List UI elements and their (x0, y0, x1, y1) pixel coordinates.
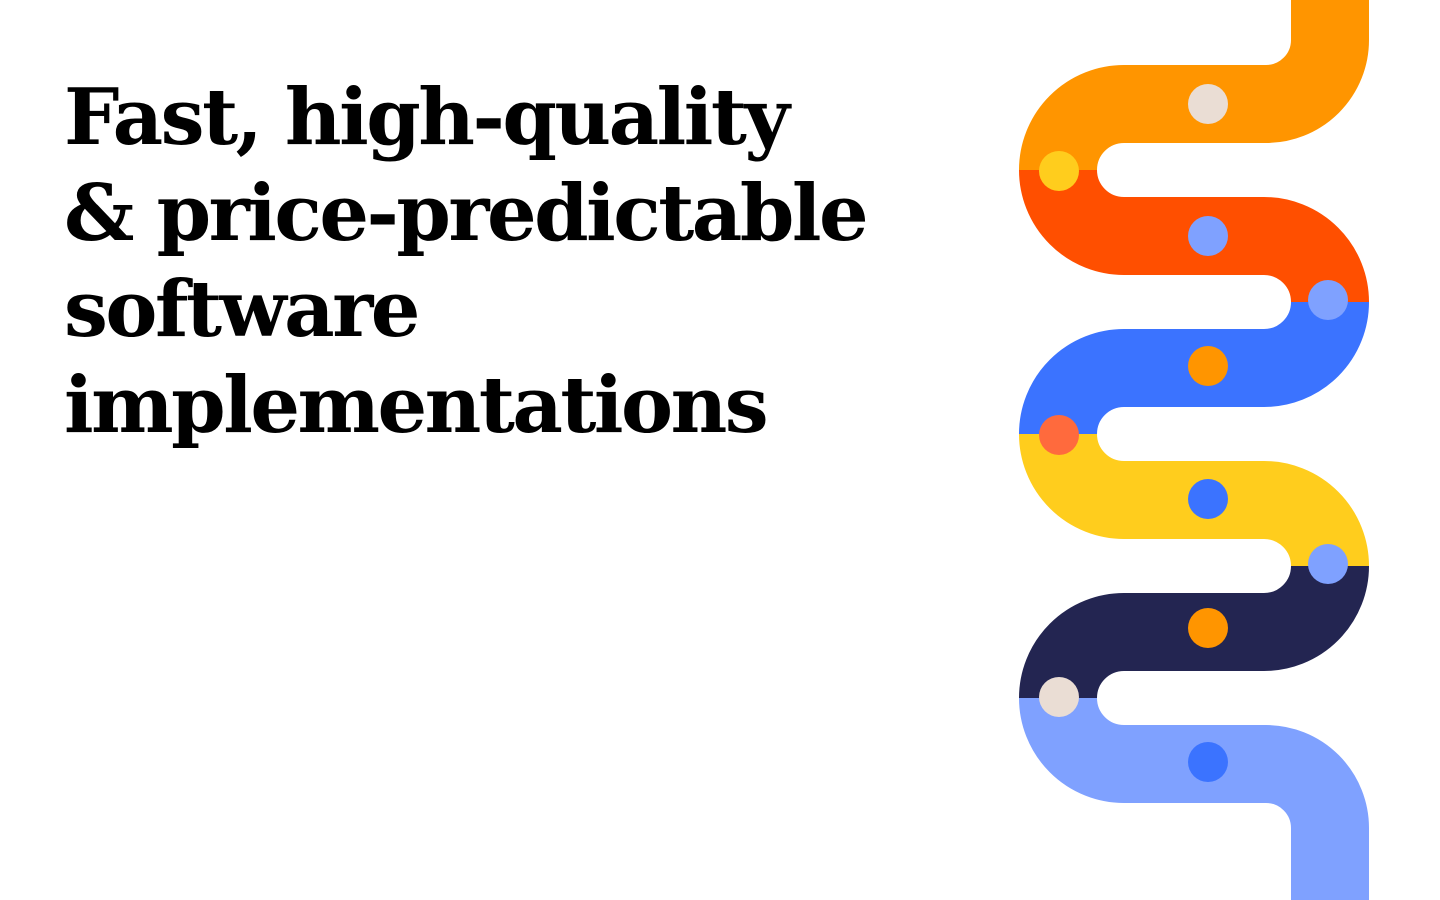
dot (1188, 216, 1228, 256)
dot (1188, 84, 1228, 124)
dot (1039, 151, 1079, 191)
dot (1039, 415, 1079, 455)
hero-headline: Fast, high-quality & price-predictable s… (64, 70, 869, 454)
ribbon-segment-orange (1019, 0, 1369, 172)
headline-line-4: implementations (64, 360, 769, 451)
dot (1188, 479, 1228, 519)
dot (1039, 677, 1079, 717)
ribbon-segment-light-blue (1019, 696, 1369, 900)
dot (1188, 346, 1228, 386)
headline-line-3: software (64, 264, 420, 355)
dot (1308, 280, 1348, 320)
dot (1188, 608, 1228, 648)
headline-line-1: Fast, high-quality (64, 72, 790, 163)
headline-line-2: & price-predictable (64, 168, 869, 259)
dot (1308, 544, 1348, 584)
dot (1188, 742, 1228, 782)
